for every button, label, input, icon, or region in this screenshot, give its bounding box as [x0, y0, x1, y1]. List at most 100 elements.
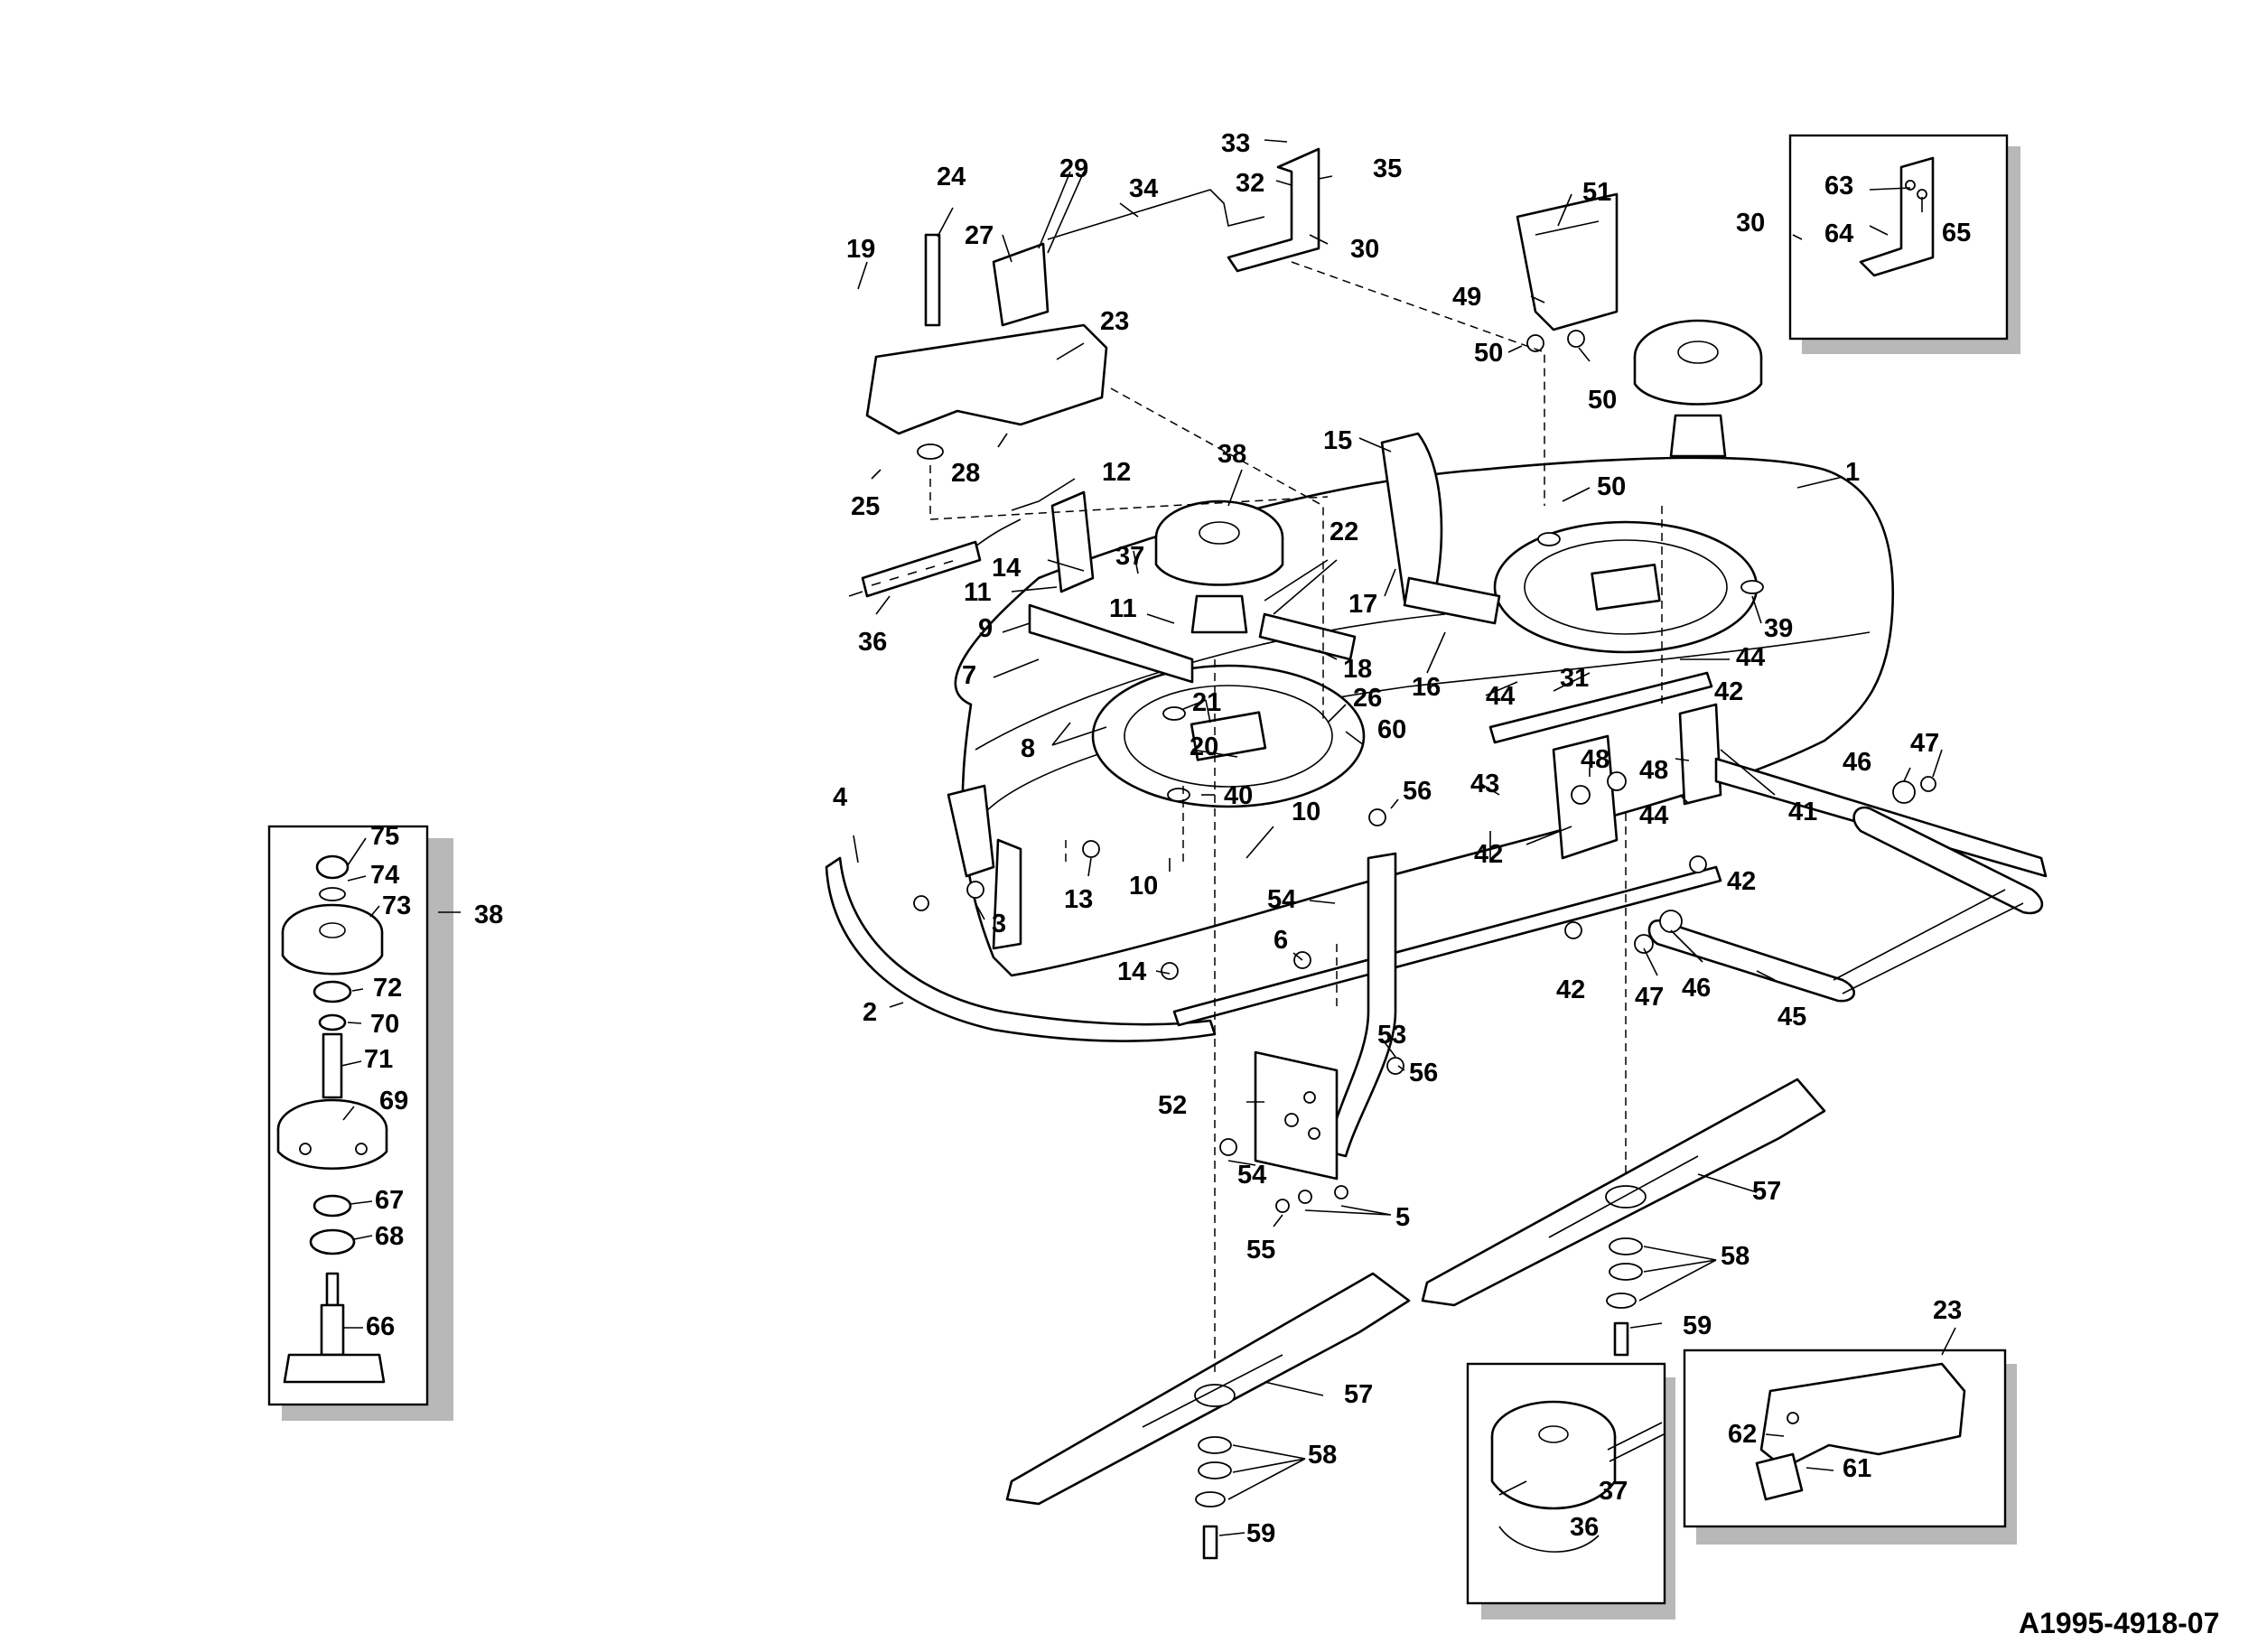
callout-71: 71 — [364, 1045, 393, 1074]
callout-36b: 36 — [1570, 1513, 1599, 1542]
callout-50c: 50 — [1597, 472, 1626, 501]
callout-42a: 42 — [1474, 840, 1503, 869]
callout-56b: 56 — [1409, 1059, 1438, 1087]
callout-26: 26 — [1353, 684, 1382, 713]
callout-57b: 57 — [1752, 1177, 1781, 1206]
callout-54b: 54 — [1237, 1161, 1266, 1190]
blade-left — [1005, 1272, 1411, 1506]
callout-31: 31 — [1560, 664, 1589, 693]
callout-37b: 37 — [1599, 1477, 1628, 1506]
inset-spindle-assembly — [267, 825, 453, 1421]
callout-40: 40 — [1224, 781, 1253, 810]
callout-18: 18 — [1343, 655, 1372, 684]
callout-37a: 37 — [1115, 542, 1144, 571]
callout-36a: 36 — [858, 628, 887, 657]
inset-pulley-spring — [1466, 1362, 1675, 1619]
callout-49: 49 — [1452, 283, 1481, 312]
callout-48a: 48 — [1581, 745, 1610, 774]
callout-10a: 10 — [1129, 872, 1158, 901]
callout-30b: 30 — [1736, 209, 1765, 238]
callout-24: 24 — [937, 163, 966, 191]
callout-13: 13 — [1064, 885, 1093, 914]
callout-14b: 14 — [1117, 957, 1146, 986]
callout-7: 7 — [962, 661, 976, 690]
callout-34: 34 — [1129, 174, 1158, 203]
callout-51: 51 — [1582, 178, 1611, 207]
callout-42b: 42 — [1714, 677, 1743, 706]
callout-70: 70 — [370, 1010, 399, 1039]
callout-59a: 59 — [1246, 1519, 1275, 1548]
callout-20: 20 — [1190, 733, 1218, 761]
leader-lines — [341, 139, 1956, 1536]
callout-69: 69 — [379, 1087, 408, 1115]
callout-75: 75 — [370, 822, 399, 851]
blade-right — [1421, 1078, 1826, 1307]
inset-bracket-30 — [1788, 134, 2020, 354]
rear-bracket — [1516, 192, 1619, 331]
callout-14a: 14 — [992, 554, 1021, 583]
callout-73: 73 — [382, 891, 411, 920]
callout-22: 22 — [1330, 518, 1358, 546]
callout-58a: 58 — [1308, 1441, 1337, 1470]
callout-15: 15 — [1323, 426, 1352, 455]
spindle-pulley-left — [1154, 499, 1284, 634]
callout-56a: 56 — [1403, 777, 1432, 806]
callout-66: 66 — [366, 1312, 395, 1341]
callout-25: 25 — [851, 492, 880, 521]
drawing-code: A1995-4918-07 — [2019, 1607, 2219, 1639]
callout-38b: 38 — [474, 901, 503, 929]
callout-50b: 50 — [1588, 386, 1617, 415]
callout-46a: 46 — [1843, 748, 1871, 777]
callout-1: 1 — [1845, 458, 1860, 487]
callout-39: 39 — [1764, 614, 1793, 643]
callout-46b: 46 — [1682, 974, 1711, 1003]
callout-54a: 54 — [1267, 885, 1296, 914]
callout-60: 60 — [1377, 715, 1406, 744]
callout-44b: 44 — [1736, 643, 1765, 672]
callout-48b: 48 — [1639, 756, 1668, 785]
callout-11a: 11 — [964, 578, 992, 607]
callout-11b: 11 — [1109, 594, 1137, 623]
callout-43: 43 — [1470, 770, 1499, 798]
callout-23b: 23 — [1933, 1296, 1962, 1325]
callout-23a: 23 — [1100, 307, 1129, 336]
hardware-bolts — [913, 330, 1936, 1213]
callout-68: 68 — [375, 1222, 404, 1251]
callout-67: 67 — [375, 1186, 404, 1215]
callout-19: 19 — [846, 235, 875, 264]
front-link — [1254, 852, 1397, 1181]
callout-64: 64 — [1824, 219, 1853, 248]
callout-52: 52 — [1158, 1091, 1187, 1120]
link-bar — [1647, 806, 2044, 1003]
callout-32: 32 — [1236, 169, 1264, 198]
callout-65: 65 — [1942, 219, 1971, 247]
callout-8: 8 — [1021, 734, 1035, 763]
callout-12: 12 — [1102, 458, 1131, 487]
callout-41: 41 — [1788, 798, 1817, 826]
callout-38a: 38 — [1218, 440, 1246, 469]
callout-10b: 10 — [1292, 798, 1320, 826]
callout-33: 33 — [1221, 129, 1250, 158]
callout-55: 55 — [1246, 1236, 1275, 1265]
callout-28: 28 — [951, 459, 980, 488]
lift-linkage — [865, 147, 1320, 460]
callout-58b: 58 — [1721, 1242, 1749, 1271]
callout-45: 45 — [1777, 1003, 1806, 1031]
callout-4: 4 — [833, 783, 847, 812]
callout-42d: 42 — [1556, 975, 1585, 1004]
tension-spring — [848, 518, 1022, 598]
inset-lift-bracket — [1683, 1349, 2017, 1545]
callout-62: 62 — [1728, 1420, 1757, 1449]
callout-47b: 47 — [1635, 983, 1664, 1012]
callout-57a: 57 — [1344, 1380, 1373, 1409]
callout-17: 17 — [1348, 590, 1377, 619]
callout-61: 61 — [1843, 1454, 1871, 1483]
callout-50a: 50 — [1474, 339, 1503, 368]
callout-29: 29 — [1059, 154, 1088, 183]
callout-53: 53 — [1377, 1021, 1406, 1050]
callout-47a: 47 — [1910, 729, 1939, 758]
alignment-lines — [929, 261, 1663, 1373]
callout-30a: 30 — [1350, 235, 1379, 264]
callout-21: 21 — [1192, 688, 1221, 717]
